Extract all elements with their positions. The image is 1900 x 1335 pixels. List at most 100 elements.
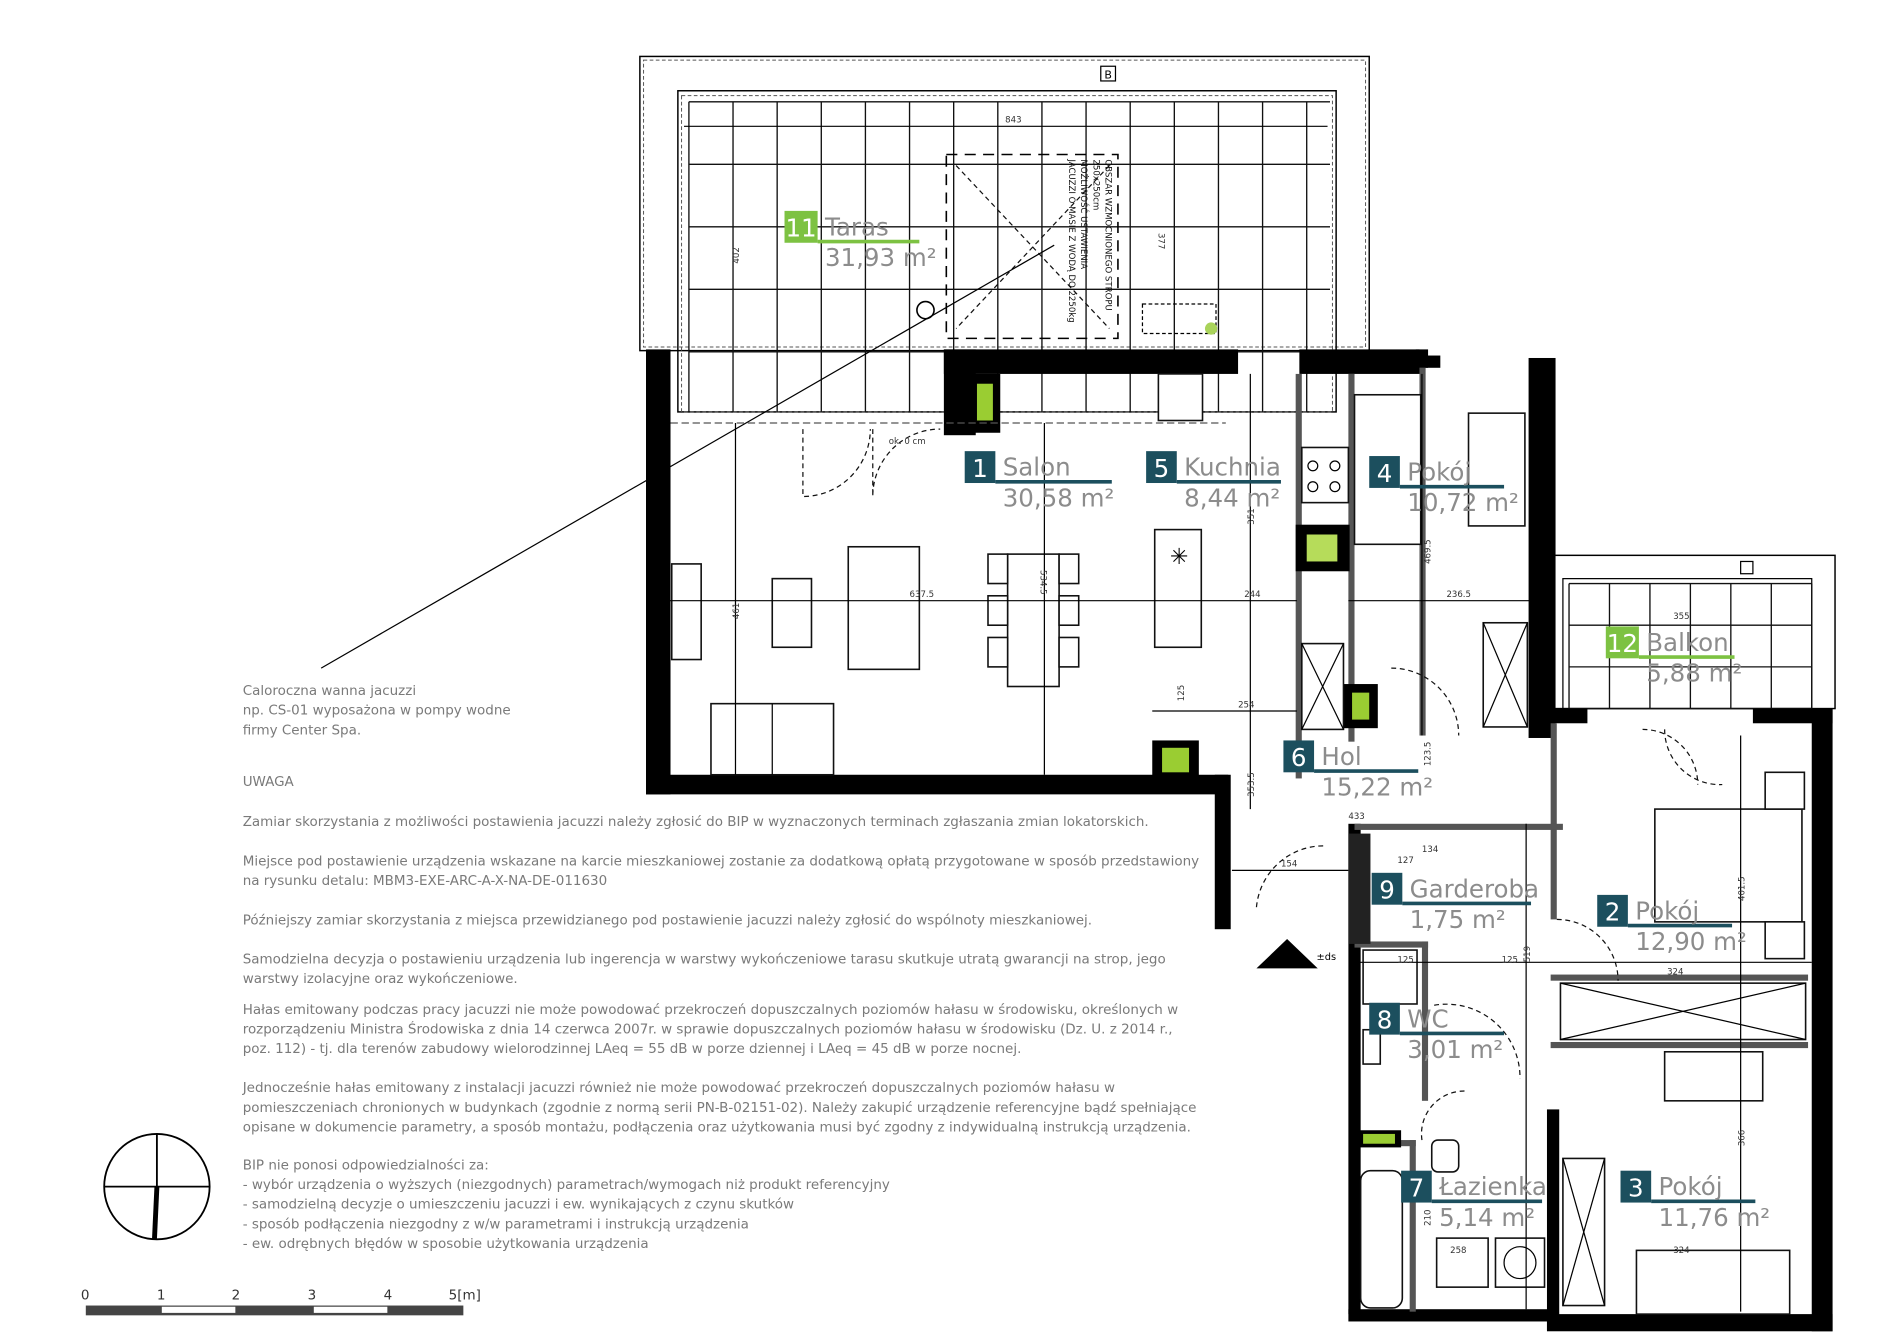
room-area: 12,90 m² [1635, 927, 1747, 956]
room-label-balkon: 12 Balkon 5,88 m² [1605, 626, 1742, 688]
room-number: 7 [1409, 1173, 1425, 1202]
room-number: 3 [1628, 1173, 1644, 1202]
room-area: 30,58 m² [1003, 483, 1115, 512]
callout-line: Caloroczna wanna jacuzzi [243, 683, 416, 699]
note-line: Miejsce pod postawienie urządzenia wskaz… [243, 853, 1199, 869]
room-label-hol: 6 Hol 15,22 m² [1283, 740, 1433, 802]
level-marker-label: ±ds [1317, 952, 1337, 963]
dimension-label: 461 [732, 603, 742, 619]
dimension-label: 258 [1450, 1246, 1466, 1256]
north-arrow-icon [103, 1132, 211, 1241]
dimension-label: 401.5 [1737, 876, 1747, 901]
note-line: Zamiar skorzystania z możliwości postawi… [243, 814, 1149, 830]
room-name: Garderoba [1410, 874, 1539, 903]
note-line: - ew. odrębnych błędów w sposobie użytko… [243, 1236, 649, 1252]
dimension-label: 236.5 [1446, 590, 1471, 600]
room-area: 5,14 m² [1439, 1203, 1535, 1232]
room-label-pokoj-2: 2 Pokój 12,90 m² [1597, 894, 1747, 956]
room-name: Balkon [1646, 628, 1728, 657]
dimension-label: 254 [1238, 700, 1254, 710]
room-number: 11 [785, 214, 816, 243]
note-line: - wybór urządzenia o wyższych (niezgodny… [243, 1177, 890, 1193]
scale-tick-label: 1 [157, 1287, 166, 1303]
room-name: Hol [1321, 742, 1361, 771]
room-label-lazienka: 7 Łazienka 5,14 m² [1401, 1170, 1547, 1232]
annotation-line: OBSZAR WZMOCNIONEGO STROPU [1103, 159, 1113, 310]
dimension-label: 244 [1244, 590, 1260, 600]
sink-icon: ✳ [1170, 545, 1188, 570]
room-name: WC [1407, 1004, 1448, 1033]
room-number: 2 [1605, 898, 1621, 927]
annotation-line: JACUZZI O MASIE Z WODĄ DO 2250kg [1066, 158, 1076, 322]
room-name: Kuchnia [1184, 453, 1281, 482]
note-line: Jednocześnie hałas emitowany z instalacj… [242, 1080, 1115, 1096]
note-line: rozporządzeniu Ministra Środowiska z dni… [243, 1019, 1173, 1037]
room-label-wc: 8 WC 3,01 m² [1369, 1002, 1505, 1064]
jacuzzi-callout: Caloroczna wanna jacuzzi np. CS-01 wypos… [243, 683, 511, 738]
scale-bar: 0 1 2 3 4 5[m] [81, 1287, 481, 1316]
note-line: - sposób podłączenia niezgodny z w/w par… [243, 1216, 749, 1232]
room-label-garderoba: 9 Garderoba 1,75 m² [1371, 872, 1539, 934]
room-label-pokoj-4: 4 Pokój 10,72 m² [1369, 456, 1519, 517]
dimension-label: 519 [1523, 946, 1533, 962]
room-number: 6 [1291, 743, 1307, 772]
room-area: 3,01 m² [1407, 1035, 1503, 1064]
room-label-taras: 11 Taras 31,93 m² [784, 210, 937, 272]
room-name: Pokój [1635, 896, 1699, 925]
note-line: Późniejszy zamiar skorzystania z miejsca… [243, 912, 1092, 928]
dimension-label: 637.5 [910, 590, 935, 600]
room-area: 5,88 m² [1646, 659, 1742, 688]
dimension-label: 351 [1247, 508, 1257, 524]
room-area: 11,76 m² [1659, 1203, 1771, 1232]
scale-tick-label: 2 [232, 1287, 241, 1303]
room-label-salon: 1 Salon 30,58 m² [964, 451, 1115, 512]
dimension-label: 324 [1667, 968, 1683, 978]
room-number: 9 [1379, 876, 1395, 905]
note-line: Hałas emitowany podczas pracy jacuzzi ni… [243, 1002, 1178, 1018]
note-line: warstwy izolacyjne oraz wykończeniowe. [243, 971, 518, 987]
dimension-label: 134 [1422, 845, 1438, 855]
dimension-label: 402 [732, 247, 742, 263]
note-line: Samodzielna decyzja o postawieniu urządz… [243, 952, 1166, 968]
dimension-label: 127 [1397, 856, 1413, 866]
room-name: Salon [1003, 453, 1071, 482]
sill-note: ok. 0 cm [889, 437, 926, 447]
note-line: pomieszczeniach chronionych w budynkach … [243, 1100, 1197, 1116]
marker-b-label: B [1104, 69, 1112, 82]
shafts [968, 373, 1402, 1148]
notes-heading: UWAGA [243, 774, 295, 790]
scale-tick-label: 4 [384, 1287, 393, 1303]
annotation-line: 250x250cm [1090, 159, 1100, 210]
dimension-label: 433 [1348, 812, 1364, 822]
walls [646, 349, 1833, 1332]
note-line: BIP nie ponosi odpowiedzialności za: [243, 1157, 489, 1173]
annotation-line: MOŻLIWOŚĆ USTAWIENIA [1078, 159, 1090, 269]
dimension-label: 125 [1502, 955, 1518, 965]
room-label-pokoj-3: 3 Pokój 11,76 m² [1620, 1170, 1771, 1232]
room-area: 1,75 m² [1410, 905, 1506, 934]
dimension-label: 377 [1155, 233, 1165, 249]
room-number: 12 [1607, 629, 1638, 658]
room-area: 31,93 m² [825, 243, 937, 272]
dimension-label: 125 [1177, 685, 1187, 701]
note-line: na rysunku detalu: MBM3-EXE-ARC-A-X-NA-D… [243, 873, 607, 889]
room-label-kuchnia: 5 Kuchnia 8,44 m² [1146, 451, 1281, 512]
room-name: Pokój [1659, 1172, 1723, 1201]
note-line: poz. 112) - tj. dla terenów zabudowy wie… [243, 1041, 1022, 1057]
dimension-label: 534.5 [1038, 570, 1048, 595]
doors: ok. 0 cm [670, 422, 1723, 1141]
dimension-label: 324 [1673, 1246, 1689, 1256]
room-number: 8 [1377, 1005, 1393, 1034]
room-name: Pokój [1407, 458, 1471, 487]
dimension-label: 366 [1737, 1130, 1747, 1146]
dimension-label: 843 [1005, 116, 1021, 126]
room-number: 1 [972, 454, 988, 483]
dimension-label: 123.5 [1424, 742, 1434, 767]
room-number: 5 [1154, 454, 1170, 483]
note-line: - samodzielną decyzje o umieszczeniu jac… [243, 1197, 794, 1213]
room-name: Taras [824, 212, 889, 241]
callout-line: firmy Center Spa. [243, 722, 361, 738]
scale-tick-label: 5[m] [449, 1287, 481, 1303]
dimension-label: 355 [1673, 612, 1689, 622]
